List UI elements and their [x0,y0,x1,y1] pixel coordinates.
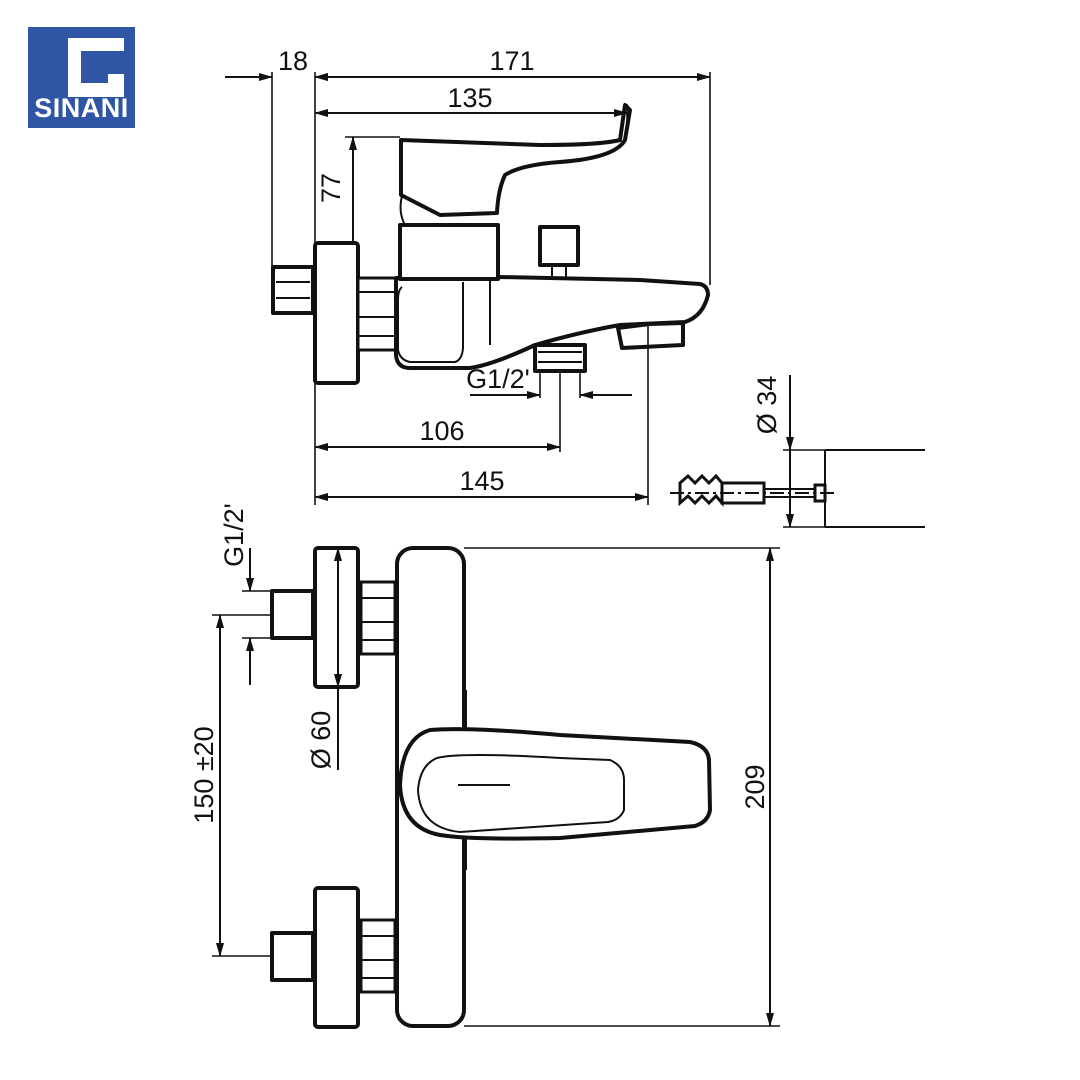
sinani-logo: SINANI [28,27,135,128]
dim-209-label: 209 [740,764,770,809]
front-dimensions: G1/2' Ø 60 150 ±20 209 [189,503,780,1027]
screw-detail: Ø 34 [670,375,925,528]
dim-77-label: 77 [316,173,346,203]
aerator [616,321,685,350]
eccentric-hex [356,276,398,352]
front-view [270,546,712,1029]
shower-outlet [533,343,587,373]
logo-text: SINANI [34,93,129,123]
dim-g12-top-label: G1/2' [466,364,530,394]
dim-106-label: 106 [419,416,464,446]
lever-handle [399,103,632,217]
logo-mark-icon [68,38,124,97]
side-dimensions: 18 171 135 77 G1/2' 106 145 [225,46,711,505]
cartridge-body [398,223,500,281]
top-wall-flange [313,546,360,689]
wall-connector-nut [271,265,315,315]
diverter-knob [538,225,580,267]
bottom-connector-nut [270,931,315,982]
dim-18-label: 18 [278,46,308,76]
dim-171-label: 171 [489,46,534,76]
bottom-wall-flange [313,886,360,1029]
top-connector-nut [270,589,315,640]
wall-plug [678,473,724,508]
side-view [271,103,710,385]
dim-d60-label: Ø 60 [306,711,336,770]
dim-135-label: 135 [447,83,492,113]
top-eccentric-hex [359,580,397,656]
lever-handle-front [398,727,712,841]
spout-body [394,275,710,370]
bottom-eccentric-hex [359,918,397,994]
dim-145-label: 145 [459,466,504,496]
dim-g12-left-label: G1/2' [219,503,249,567]
dim-150-label: 150 ±20 [189,726,219,823]
wall-flange [313,241,360,385]
dim-d34-label: Ø 34 [752,376,782,435]
